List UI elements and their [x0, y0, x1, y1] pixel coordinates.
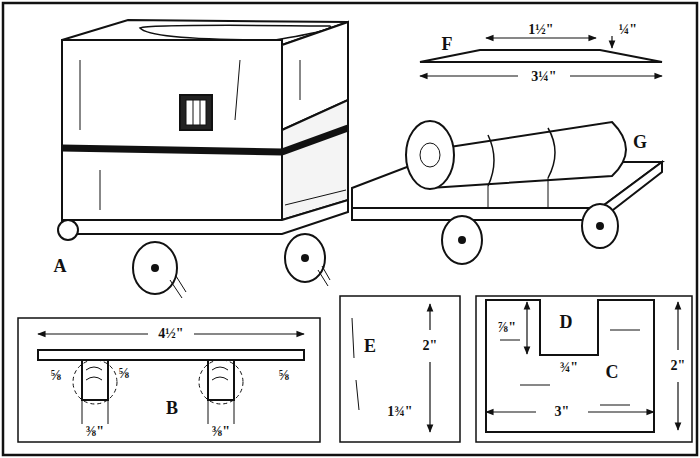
part-letter: A [53, 257, 68, 275]
dimension: ¼" [618, 23, 638, 37]
dimension: 1½" [527, 23, 554, 37]
part-letter: B [165, 399, 179, 417]
part-letter: G [632, 133, 648, 151]
part-letter: E [363, 337, 377, 355]
dimension: 4½" [157, 327, 184, 341]
dimension: ¾" [559, 361, 579, 375]
dimension: ⅜" [211, 425, 231, 439]
part-letter: D [559, 313, 574, 331]
part-letter: C [605, 363, 620, 381]
dimension: ⅞" [497, 321, 517, 335]
dimension: 3" [554, 405, 571, 419]
part-letter: F [441, 35, 454, 53]
dimension: ⅝ [278, 369, 291, 383]
dimension: ⅝ [50, 369, 63, 383]
dimension: ⅝ [118, 367, 131, 381]
dimension: 2" [670, 359, 687, 373]
dimension: 1¾" [386, 405, 413, 419]
dimension: 3¼" [530, 70, 557, 84]
dimension: 2" [422, 339, 439, 353]
dimension: ⅜" [85, 425, 105, 439]
